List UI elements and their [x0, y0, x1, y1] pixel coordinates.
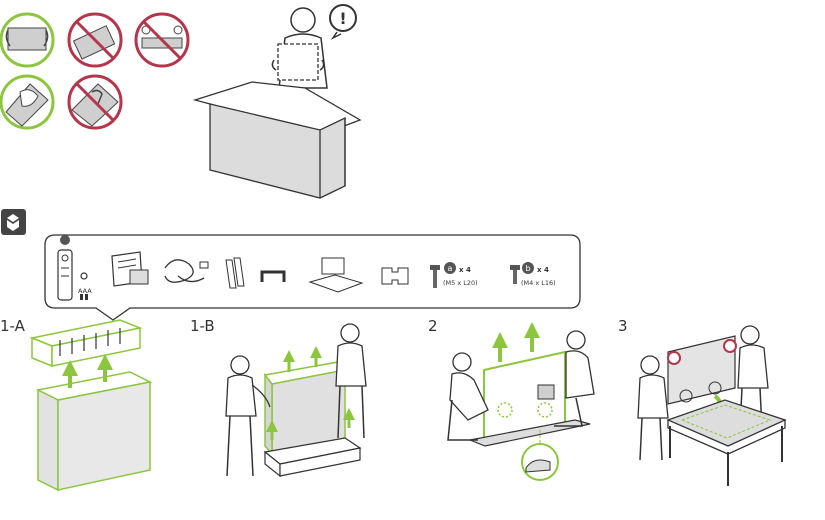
handling-no-press-screen-icon: [67, 74, 123, 130]
package-icon: [1, 209, 26, 235]
screw-b-count: x 4: [537, 266, 549, 274]
power-cable-icon: [164, 259, 209, 283]
screw-a-count: x 4: [459, 266, 471, 274]
remote-control-icon: [57, 235, 73, 301]
screw-a-size: (M5 x L20): [443, 279, 478, 287]
step-1a-label: 1-A: [0, 317, 25, 335]
handling-ok-grip-icon: [0, 74, 55, 130]
accessories-box: [44, 234, 581, 321]
screw-a-letter: a: [448, 264, 453, 273]
svg-text:!: !: [339, 9, 346, 28]
handling-no-two-person-flat-icon: [134, 12, 190, 68]
screw-a-icon: a x 4 (M5 x L20): [430, 262, 478, 288]
handling-no-carry-flat-icon: [67, 12, 123, 68]
wall-bracket-icon: [381, 267, 409, 285]
stand-base-icon: [308, 257, 364, 293]
screw-b-size: (M4 x L16): [521, 279, 556, 287]
open-carton-box: [192, 81, 362, 199]
person-lifting-panel-illustration: [271, 7, 328, 89]
step-1b-label: 1-B: [190, 317, 215, 335]
battery-icon: [80, 272, 88, 300]
handle-bracket-icon: [260, 270, 286, 282]
step-1a-illustration: [29, 319, 153, 492]
stand-legs-icon: [225, 257, 245, 289]
battery-label: AAA: [78, 287, 92, 295]
manual-icon: [111, 251, 149, 287]
step-3-illustration: [637, 325, 787, 486]
warning-icon: !: [329, 4, 357, 40]
handling-ok-two-hands-icon: [0, 12, 55, 68]
step-3-label: 3: [618, 317, 628, 335]
step-2-illustration: [447, 322, 595, 481]
screw-b-icon: b x 4 (M4 x L16): [510, 262, 556, 287]
screw-b-letter: b: [525, 264, 530, 273]
step-1b-illustration: [225, 323, 367, 478]
step-2-label: 2: [428, 317, 438, 335]
